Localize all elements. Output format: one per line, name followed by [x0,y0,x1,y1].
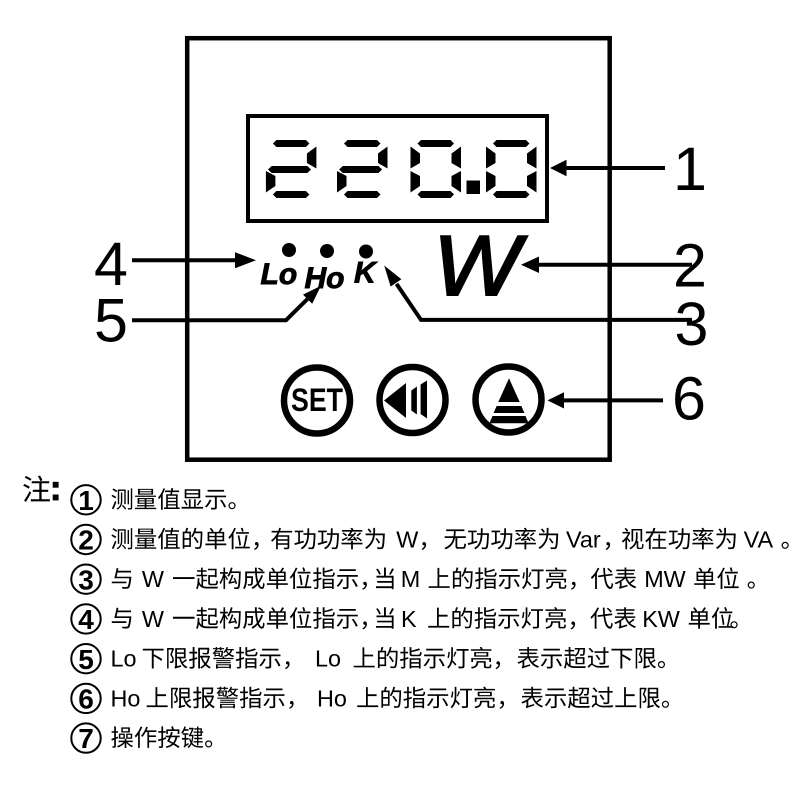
svg-text:Lo: Lo [315,646,341,672]
svg-text:Var: Var [566,527,601,553]
svg-text:5: 5 [78,644,94,675]
svg-text:VA: VA [744,527,774,553]
svg-text:K: K [354,257,378,290]
svg-text:2: 2 [673,232,707,300]
svg-text:W: W [142,566,164,592]
svg-text:3: 3 [78,564,94,595]
svg-text:W: W [396,527,418,553]
svg-text:2: 2 [78,525,94,556]
svg-text:1: 1 [673,135,707,203]
svg-text:4: 4 [94,230,128,298]
svg-text:6: 6 [672,365,706,433]
svg-text:K: K [401,606,417,632]
svg-text:7: 7 [78,723,94,754]
svg-text:5: 5 [94,287,128,355]
svg-text:3: 3 [675,290,709,358]
svg-text:Lo: Lo [261,258,298,291]
svg-text:W: W [142,606,164,632]
svg-text:M: M [401,566,421,592]
svg-text:W: W [433,218,527,313]
svg-text:Ho: Ho [317,685,347,711]
svg-text:4: 4 [78,604,94,635]
svg-text:SET: SET [291,382,343,418]
svg-text:Ho: Ho [111,685,141,711]
svg-text:KW: KW [642,606,680,632]
svg-text:6: 6 [78,684,94,715]
svg-text:Lo: Lo [111,646,137,672]
svg-text:MW: MW [644,566,686,592]
svg-text:Ho: Ho [305,262,345,295]
svg-text:1: 1 [78,485,94,516]
